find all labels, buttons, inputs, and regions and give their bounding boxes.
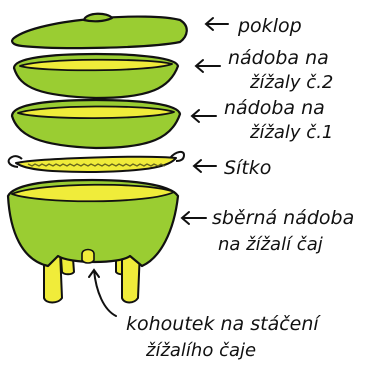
worm-tray-2-rim: [19, 58, 173, 72]
arrow-sieve: [192, 159, 217, 173]
arrows: [88, 17, 229, 317]
arrow-lid: [204, 17, 229, 31]
label-tap-line1: kohoutek na stáčení: [126, 313, 321, 335]
worm-tray-1: [10, 98, 182, 150]
worm-tray-2: [12, 52, 180, 100]
label-collection-line1: sběrná nádoba: [212, 207, 354, 229]
arrow-tap: [88, 268, 117, 317]
worm-tray-1-rim: [17, 105, 175, 120]
sieve-mesh: [27, 163, 166, 167]
label-tray-2-line1: nádoba na: [228, 47, 329, 69]
arrow-tray-2: [194, 59, 221, 73]
label-collection-line2: na žížalí čaj: [218, 234, 323, 255]
label-lid: poklop: [237, 15, 302, 37]
arrow-collection-container: [180, 211, 207, 225]
label-tray-2-line2: žížaly č.2: [249, 72, 333, 93]
label-tray-1-line1: nádoba na: [224, 97, 325, 119]
sieve-right-handle: [169, 150, 186, 162]
label-tap-line2: žížalího čaje: [145, 340, 256, 361]
tap: [81, 248, 95, 264]
arrow-tray-1: [190, 109, 217, 123]
sieve-left-handle: [7, 155, 23, 168]
collection-container: [6, 178, 180, 304]
lid-knob: [82, 12, 114, 23]
label-tray-1-line2: žížaly č.1: [249, 122, 333, 143]
label-sieve: Sítko: [224, 157, 271, 179]
labels: poklop nádoba na žížaly č.2 nádoba na ží…: [126, 15, 354, 361]
sieve: [7, 150, 186, 173]
sieve-plate: [15, 155, 177, 173]
collection-container-rim: [11, 183, 175, 203]
lid: [11, 12, 188, 50]
leg-front-right: [121, 249, 141, 304]
collection-container-body: [6, 178, 180, 268]
